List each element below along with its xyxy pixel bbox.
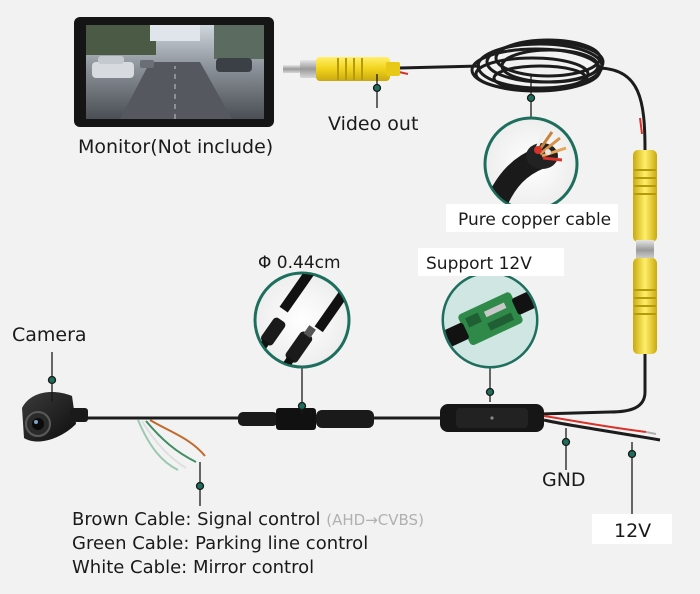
camera-label: Camera: [12, 324, 87, 346]
diameter-label: Φ 0.44cm: [258, 253, 341, 273]
rca-connector-vertical: [633, 150, 657, 354]
cable-legend: Brown Cable: Signal control (AHD→CVBS) G…: [72, 508, 424, 580]
legend-color: Brown Cable:: [72, 509, 192, 530]
legend-row-brown: Brown Cable: Signal control (AHD→CVBS): [72, 508, 424, 532]
rca-plug-top: [283, 57, 400, 81]
legend-desc: Mirror control: [192, 557, 315, 578]
pcb-module-magnifier: [441, 271, 539, 369]
pure-copper-panel: [446, 204, 618, 232]
monitor-image: [74, 17, 274, 127]
legend-note: (AHD→CVBS): [326, 511, 424, 529]
support-12v-label: Support 12V: [426, 254, 532, 274]
legend-row-green: Green Cable: Parking line control: [72, 532, 424, 556]
callout-pointers: [47, 74, 637, 516]
twelve-volt-panel: [592, 514, 672, 544]
legend-desc: Parking line control: [195, 533, 369, 554]
support-panel: [418, 248, 564, 276]
pure-copper-label: Pure copper cable: [458, 210, 612, 230]
legend-color: Green Cable:: [72, 533, 190, 554]
monitor-label: Monitor(Not include): [78, 136, 274, 158]
camera-image: [22, 392, 88, 442]
twelve-volt-label: 12V: [614, 520, 652, 542]
m8-connector: [238, 408, 374, 430]
coiled-cable: [470, 38, 605, 93]
converter-box: [440, 404, 544, 432]
signal-wires: [137, 419, 206, 471]
legend-row-white: White Cable: Mirror control: [72, 556, 424, 580]
copper-cable-magnifier: [483, 116, 579, 212]
legend-desc: Signal control: [197, 509, 321, 530]
legend-color: White Cable:: [72, 557, 188, 578]
video-out-label: Video out: [328, 113, 419, 135]
gnd-label: GND: [542, 469, 586, 491]
